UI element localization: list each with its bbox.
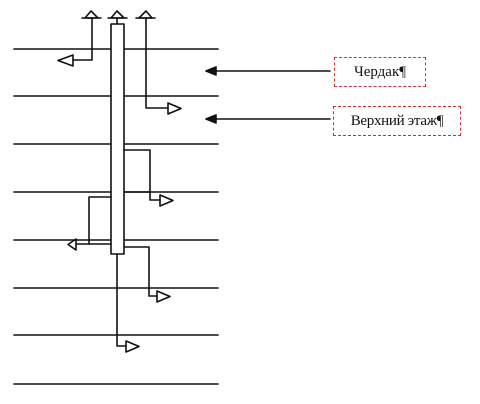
branch-left-4 (67, 196, 112, 251)
arrowhead-icon (205, 66, 217, 76)
vent-cap-icon (110, 10, 125, 19)
branch-pipe (72, 17, 93, 61)
branch-pipe (145, 17, 169, 109)
outlet-icon (159, 194, 174, 207)
outlet-icon (57, 54, 74, 67)
branch-right-3 (123, 149, 174, 207)
outlet-icon (167, 102, 182, 115)
vent-cap-icon (84, 10, 99, 19)
label-arrows (205, 66, 331, 124)
branch-right-5 (123, 246, 171, 303)
branch-pipe (75, 196, 112, 245)
branch-pipe (123, 149, 161, 201)
branch-bottom (116, 253, 140, 353)
label-attic: Чердак¶ (334, 57, 426, 87)
roof-vents (81, 10, 156, 25)
branch-top-right (145, 17, 182, 115)
outlet-icon (125, 340, 140, 353)
outlet-icon (156, 290, 171, 303)
label-top-floor: Верхний этаж¶ (333, 106, 461, 136)
branch-pipe (123, 246, 158, 297)
main-riser (110, 23, 125, 255)
branch-top-left (57, 17, 93, 67)
branch-pipe (116, 253, 127, 347)
arrowhead-icon (205, 114, 217, 124)
vent-cap-icon (138, 10, 153, 19)
outlet-icon (67, 238, 77, 251)
